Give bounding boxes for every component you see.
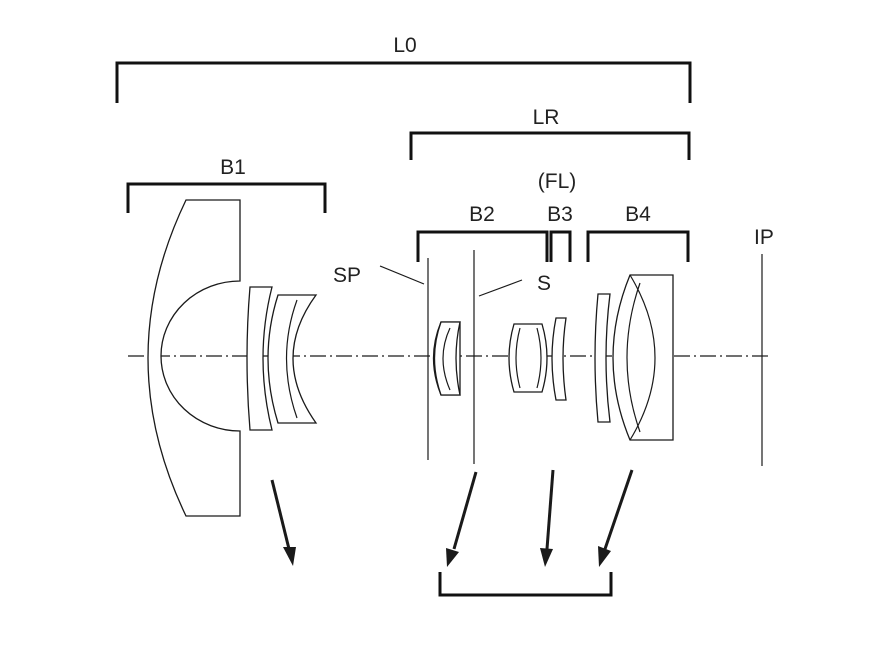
- bracket-lr: [409, 131, 691, 160]
- arrow-b3-movement: [540, 469, 555, 567]
- bracket-b4: [586, 230, 690, 262]
- lens-b1-second-element: [246, 286, 273, 431]
- lens-b1-third-inner-line: [285, 299, 298, 419]
- lens-b2-rear-doublet-interface-2: [536, 327, 542, 389]
- arrow-b2-movement: [446, 471, 478, 567]
- leader-s: [478, 279, 523, 297]
- bracket-b1: [126, 182, 327, 213]
- label-l0: L0: [393, 34, 416, 57]
- lens-b2-element-rear: [433, 321, 461, 396]
- lens-b4-front-element: [594, 293, 611, 423]
- label-fl: (FL): [538, 170, 577, 193]
- label-sp: SP: [333, 264, 361, 287]
- lens-b4-doublet-inner: [626, 282, 641, 433]
- label-lr: LR: [533, 106, 560, 129]
- leader-sp: [379, 265, 425, 285]
- label-b2: B2: [469, 203, 495, 226]
- lens-b2-inner-curve: [442, 327, 451, 391]
- lens-b2-rear-doublet: [508, 323, 548, 393]
- bracket-l0: [115, 61, 692, 103]
- arrow-b4-movement: [598, 469, 634, 567]
- label-b3: B3: [547, 203, 573, 226]
- lens-b2-rear-doublet-interface: [515, 327, 521, 389]
- label-s: S: [537, 272, 551, 295]
- lens-b3-element: [551, 317, 567, 401]
- label-b1: B1: [220, 156, 246, 179]
- bracket-b2: [416, 230, 549, 262]
- arrow-b1-movement: [270, 479, 296, 566]
- bracket-linked-movement: [438, 572, 613, 597]
- lens-b4-doublet-interface: [629, 274, 656, 441]
- label-ip: IP: [754, 226, 774, 249]
- lens-b1-third-element: [267, 294, 318, 424]
- bracket-b3: [549, 230, 572, 262]
- lens-b1-front-element: [147, 199, 241, 517]
- label-b4: B4: [625, 203, 651, 226]
